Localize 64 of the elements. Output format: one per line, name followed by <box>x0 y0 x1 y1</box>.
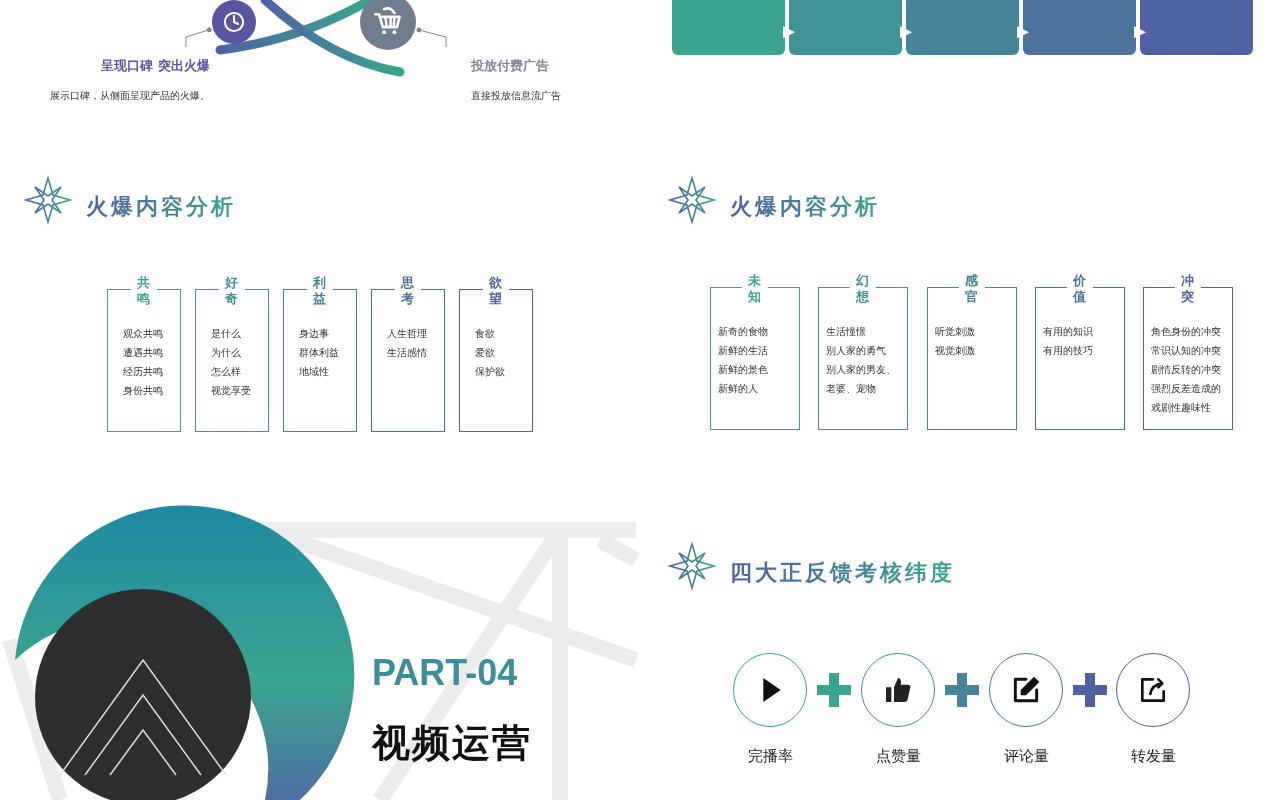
process-box <box>672 0 785 55</box>
metric-label: 点赞量 <box>874 747 922 766</box>
list-item: 经历共鸣 <box>123 365 164 379</box>
feature-heading: 投放付费广告 <box>471 57 550 75</box>
list-item: 别人家的勇气 <box>826 344 887 358</box>
process-box <box>906 0 1019 55</box>
list-item: 地域性 <box>299 365 330 379</box>
card-title: 冲突 <box>1174 273 1202 305</box>
leader-line <box>416 27 447 48</box>
icon-circle <box>360 0 416 50</box>
card-title: 利益 <box>306 275 334 307</box>
process-box <box>1140 0 1253 55</box>
list-item: 身边事 <box>299 327 330 341</box>
list-item: 剧情反转的冲突 <box>1151 363 1222 377</box>
list-item: 观众共鸣 <box>123 327 164 341</box>
card-title: 感官 <box>958 273 986 305</box>
list-item: 怎么样 <box>211 365 242 379</box>
feature-description: 展示口碑，从侧面呈现产品的火爆。 <box>49 89 210 103</box>
list-item: 人生哲理 <box>387 327 428 341</box>
list-item: 遭遇共鸣 <box>123 346 164 360</box>
list-item: 新鲜的景色 <box>718 363 769 377</box>
list-item: 新鲜的人 <box>718 382 759 396</box>
card-title: 好奇 <box>218 275 246 307</box>
list-item: 新鲜的生活 <box>718 344 769 358</box>
list-item: 群体利益 <box>299 346 340 360</box>
list-item: 食欲 <box>475 327 496 341</box>
leader-line <box>185 27 212 48</box>
list-item: 别人家的男友、老婆、宠物 <box>826 363 897 396</box>
list-item: 视觉享受 <box>211 384 252 398</box>
list-item: 角色身份的冲突 <box>1151 325 1222 339</box>
card-title: 价值 <box>1066 273 1094 305</box>
list-item: 爱欲 <box>475 346 496 360</box>
list-item: 有用的技巧 <box>1043 344 1094 358</box>
list-item: 保护欲 <box>475 365 506 379</box>
card-title: 未知 <box>741 273 769 305</box>
list-item: 是什么 <box>211 327 242 341</box>
list-item: 身份共鸣 <box>123 384 164 398</box>
list-item: 视觉刺激 <box>935 344 976 358</box>
process-box <box>1023 0 1136 55</box>
card-title: 思考 <box>394 275 422 307</box>
card-title: 共鸣 <box>130 275 158 307</box>
list-item: 新奇的食物 <box>718 325 769 339</box>
list-item: 常识认知的冲突 <box>1151 344 1222 358</box>
list-item: 生活感情 <box>387 346 428 360</box>
part-number: PART-04 <box>372 652 518 694</box>
part-title: 视频运营 <box>372 720 532 767</box>
metric-label: 转发量 <box>1129 747 1177 766</box>
arrow <box>1017 26 1029 39</box>
card-title: 欲望 <box>482 275 510 307</box>
list-item: 强烈反差造成的戏剧性趣味性 <box>1151 382 1222 415</box>
arrow <box>1134 26 1146 39</box>
list-item: 听觉刺激 <box>935 325 976 339</box>
list-item: 有用的知识 <box>1043 325 1094 339</box>
card-title: 幻想 <box>849 273 877 305</box>
metric-label: 完播率 <box>746 747 794 766</box>
list-item: 为什么 <box>211 346 242 360</box>
list-item: 生活憧憬 <box>826 325 867 339</box>
process-box <box>789 0 902 55</box>
feature-description: 直接投放信息流广告 <box>471 89 562 103</box>
metric-label: 评论量 <box>1002 747 1050 766</box>
feature-heading: 呈现口碑 突出火爆 <box>100 57 210 75</box>
arrow <box>900 26 912 39</box>
arrow <box>783 26 795 39</box>
icon-circle <box>212 0 256 44</box>
